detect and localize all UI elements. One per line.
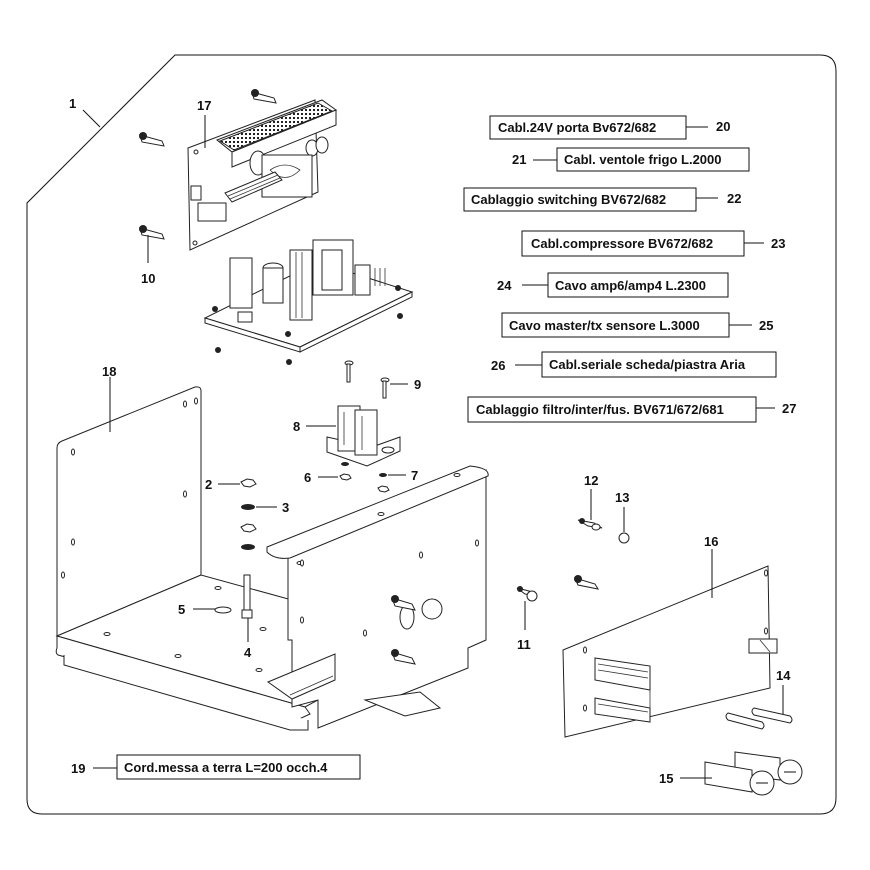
screw [344, 360, 354, 383]
part-number-12: 12 [584, 473, 598, 488]
hex-nut-2 [240, 478, 257, 488]
svg-text:20: 20 [716, 119, 730, 134]
part-number-14: 14 [776, 668, 791, 683]
lower-circuit-board-16 [562, 565, 778, 738]
svg-text:Cavo master/tx sensore L.3000: Cavo master/tx sensore L.3000 [509, 318, 700, 333]
cable-label-20: Cabl.24V porta Bv672/682 20 [489, 115, 730, 140]
washer-7 [379, 473, 387, 477]
lock-washer-3 [241, 504, 255, 510]
svg-text:Cord.messa a terra L=200 occh.: Cord.messa a terra L=200 occh.4 [124, 760, 328, 775]
part-number-15: 15 [659, 771, 673, 786]
assembly-frame [26, 54, 837, 815]
nut [377, 485, 390, 493]
pcb-support-11 [516, 586, 538, 602]
pcb-spacer [574, 575, 600, 590]
svg-text:21: 21 [512, 152, 526, 167]
hex-nut [240, 523, 257, 533]
svg-text:19: 19 [71, 761, 85, 776]
svg-text:Cabl. ventole frigo L.2000: Cabl. ventole frigo L.2000 [564, 152, 722, 167]
pcb-spacer-10 [139, 225, 165, 240]
washer-5 [214, 606, 232, 614]
part-number-4: 4 [244, 645, 252, 660]
cable-label-27: Cablaggio filtro/inter/fus. BV671/672/68… [467, 396, 796, 423]
svg-text:Cabl.24V porta Bv672/682: Cabl.24V porta Bv672/682 [498, 120, 656, 135]
part-number-16: 16 [704, 534, 718, 549]
part-number-7: 7 [411, 468, 418, 483]
svg-text:Cabl.seriale scheda/piastra Ar: Cabl.seriale scheda/piastra Aria [549, 357, 746, 372]
power-supply-board [203, 239, 414, 365]
svg-text:27: 27 [782, 401, 796, 416]
washer [241, 544, 255, 550]
part-number-6: 6 [304, 470, 311, 485]
svg-text:26: 26 [491, 358, 505, 373]
part-number-5: 5 [178, 602, 185, 617]
part-number-3: 3 [282, 500, 289, 515]
part-number-9: 9 [414, 377, 421, 392]
cable-label-24: 24 Cavo amp6/amp4 L.2300 [497, 272, 729, 298]
part-number-1: 1 [69, 96, 76, 111]
leader-1 [82, 109, 101, 128]
nut-13 [618, 532, 630, 544]
svg-text:Cavo amp6/amp4 L.2300: Cavo amp6/amp4 L.2300 [555, 278, 706, 293]
fuse-14 [725, 707, 793, 730]
svg-text:Cablaggio filtro/inter/fus. BV: Cablaggio filtro/inter/fus. BV671/672/68… [476, 402, 724, 417]
star-washer [341, 462, 349, 466]
part-number-17: 17 [197, 98, 211, 113]
pcb-connector [748, 638, 778, 654]
cable-label-22: Cablaggio switching BV672/682 22 [463, 187, 741, 212]
base-chassis-18 [55, 386, 489, 731]
pcb-spacer-top [251, 89, 277, 104]
pcb-spacer-left [139, 132, 165, 147]
svg-text:Cabl.compressore BV672/682: Cabl.compressore BV672/682 [531, 236, 713, 251]
cable-label-26: 26 Cabl.seriale scheda/piastra Aria [491, 351, 777, 378]
nut-6 [339, 473, 352, 481]
cable-label-25: Cavo master/tx sensore L.3000 25 [501, 312, 773, 338]
svg-text:24: 24 [497, 278, 512, 293]
pcb-heatsink [594, 657, 651, 723]
screw-9 [380, 377, 390, 399]
part-number-18: 18 [102, 364, 116, 379]
terminal-block-8 [326, 405, 401, 467]
svg-text:Cablaggio switching BV672/682: Cablaggio switching BV672/682 [471, 192, 666, 207]
part-number-2: 2 [205, 477, 212, 492]
svg-text:23: 23 [771, 236, 785, 251]
bolt-4 [241, 574, 253, 619]
cable-label-21: 21 Cabl. ventole frigo L.2000 [512, 147, 750, 172]
cable-label-23: Cabl.compressore BV672/682 23 [521, 230, 785, 257]
svg-text:25: 25 [759, 318, 773, 333]
fuse-holder-15 [704, 751, 803, 796]
cable-label-19: 19 Cord.messa a terra L=200 occh.4 [71, 754, 361, 780]
pcb-support-12 [577, 518, 603, 531]
part-number-10: 10 [141, 271, 155, 286]
part-number-11: 11 [517, 637, 531, 652]
svg-text:22: 22 [727, 191, 741, 206]
part-number-13: 13 [615, 490, 629, 505]
part-number-8: 8 [293, 419, 300, 434]
upper-circuit-board-17 [187, 99, 338, 251]
